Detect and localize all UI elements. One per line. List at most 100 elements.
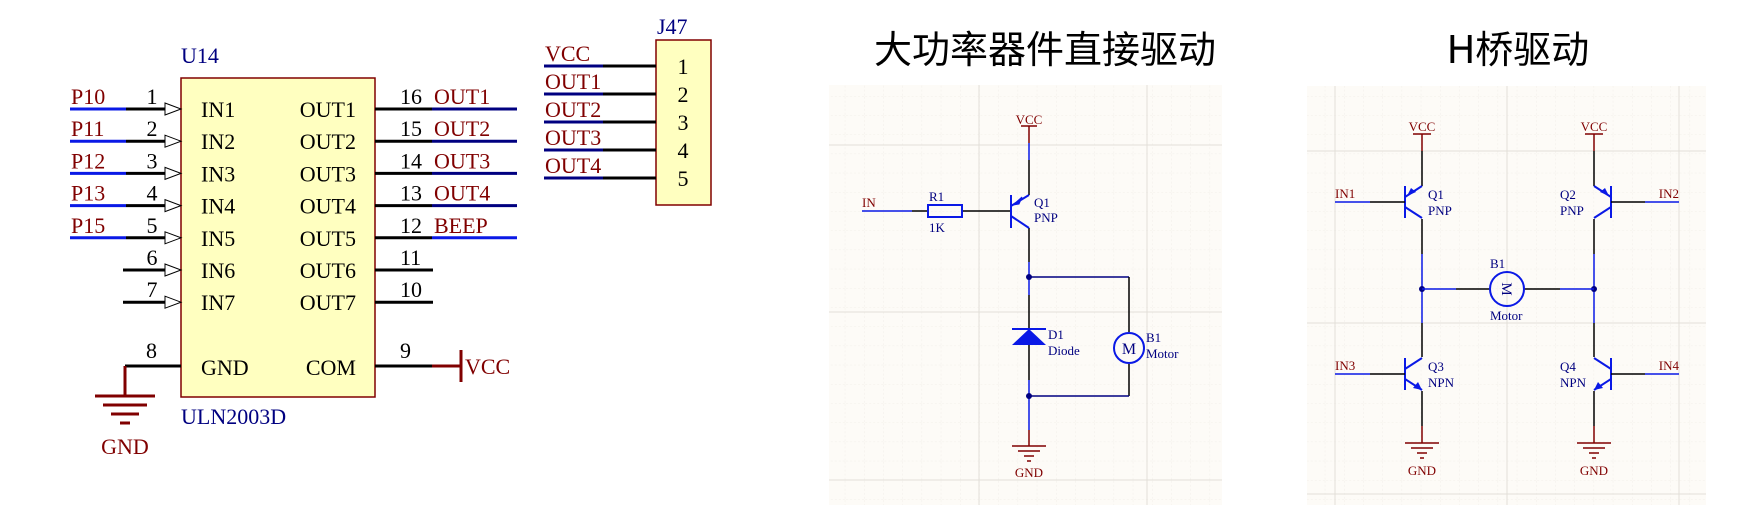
pin-name: IN6 <box>201 258 235 283</box>
junction-dot <box>1026 393 1032 399</box>
connector-pin[interactable]: OUT3 4 <box>544 125 689 163</box>
pin-name: GND <box>201 355 249 380</box>
motor-symbol: M <box>1498 282 1514 295</box>
pin-name: OUT2 <box>300 129 356 154</box>
pin-number: 1 <box>147 84 158 109</box>
ic-com-pin[interactable]: 9 COM <box>306 338 432 380</box>
pin-name: IN7 <box>201 290 235 315</box>
motor-designator: B1 <box>1490 256 1505 271</box>
input-label[interactable]: IN3 <box>1335 358 1355 373</box>
transistor-type: PNP <box>1034 210 1058 225</box>
pin-number: 2 <box>147 116 158 141</box>
vcc-power-port[interactable]: VCC <box>432 350 510 382</box>
pin-number: 15 <box>400 116 422 141</box>
pin-number: 12 <box>400 213 422 238</box>
input-label[interactable]: IN2 <box>1659 186 1679 201</box>
input-arrow-icon <box>164 102 183 116</box>
ic-gnd-pin[interactable]: 8 GND <box>125 338 249 380</box>
resistor-r1[interactable]: R1 1K <box>927 189 963 235</box>
gnd-label: GND <box>1580 463 1608 478</box>
gnd-port[interactable]: GND <box>1577 442 1611 478</box>
connector-body[interactable] <box>655 39 712 206</box>
motor-symbol: M <box>1122 341 1136 358</box>
input-label[interactable]: IN <box>862 195 876 210</box>
net-label: P15 <box>71 213 105 238</box>
vcc-port[interactable]: VCC <box>1409 119 1436 151</box>
gnd-port[interactable]: GND <box>1405 442 1439 478</box>
net-label: P12 <box>71 148 105 173</box>
ic-body[interactable] <box>180 77 376 398</box>
vcc-label: VCC <box>1016 112 1043 127</box>
transistor-type: PNP <box>1560 203 1584 218</box>
net-label: OUT2 <box>434 116 490 141</box>
net-label: OUT4 <box>434 181 490 206</box>
pin-name: OUT6 <box>300 258 356 283</box>
net-label: OUT1 <box>434 84 490 109</box>
net-label: VCC <box>545 41 590 66</box>
pin-name: OUT5 <box>300 226 356 251</box>
transistor-q1[interactable]: Q1 PNP <box>1010 194 1058 229</box>
pin-name: OUT4 <box>300 194 356 219</box>
panel-major-grid <box>1307 86 1706 505</box>
input-arrow-icon <box>164 198 183 213</box>
input-label[interactable]: IN4 <box>1659 358 1680 373</box>
pin-number: 5 <box>678 166 689 191</box>
transistor-designator: Q1 <box>1034 195 1050 210</box>
gnd-power-port[interactable]: GND <box>95 366 155 459</box>
net-label: OUT3 <box>434 148 490 173</box>
pin-number: 9 <box>400 338 411 363</box>
vcc-port[interactable]: VCC <box>1016 112 1043 143</box>
net-label: BEEP <box>434 213 488 238</box>
wires <box>862 143 1130 446</box>
panel-major-grid <box>829 85 1222 505</box>
emitter-arrow-icon <box>1600 188 1609 196</box>
pin-number: 13 <box>400 181 422 206</box>
net-label: OUT3 <box>545 125 601 150</box>
transistor-type: PNP <box>1428 203 1452 218</box>
pin-number: 7 <box>147 277 158 302</box>
net-label: OUT1 <box>545 69 601 94</box>
transistor-designator: Q4 <box>1560 359 1576 374</box>
input-arrow-icon <box>164 231 183 245</box>
motor-b1[interactable]: M B1 Motor <box>1113 330 1179 364</box>
input-arrow-icon <box>164 263 183 277</box>
diode-type: Diode <box>1048 343 1080 358</box>
pin-name: IN3 <box>201 161 235 186</box>
input-arrow-icon <box>164 134 183 148</box>
gnd-label: GND <box>101 434 149 459</box>
pin-name: IN5 <box>201 226 235 251</box>
pin-number: 4 <box>678 138 689 163</box>
pin-number: 5 <box>147 213 158 238</box>
pin-number: 2 <box>678 82 689 107</box>
gnd-port[interactable]: GND <box>1012 445 1046 480</box>
pin-number: 11 <box>400 245 421 270</box>
input-label[interactable]: IN1 <box>1335 186 1355 201</box>
vcc-port[interactable]: VCC <box>1581 119 1608 151</box>
diode-d1[interactable]: D1 Diode <box>1012 327 1080 358</box>
connector-pin[interactable]: OUT1 2 <box>544 69 689 107</box>
